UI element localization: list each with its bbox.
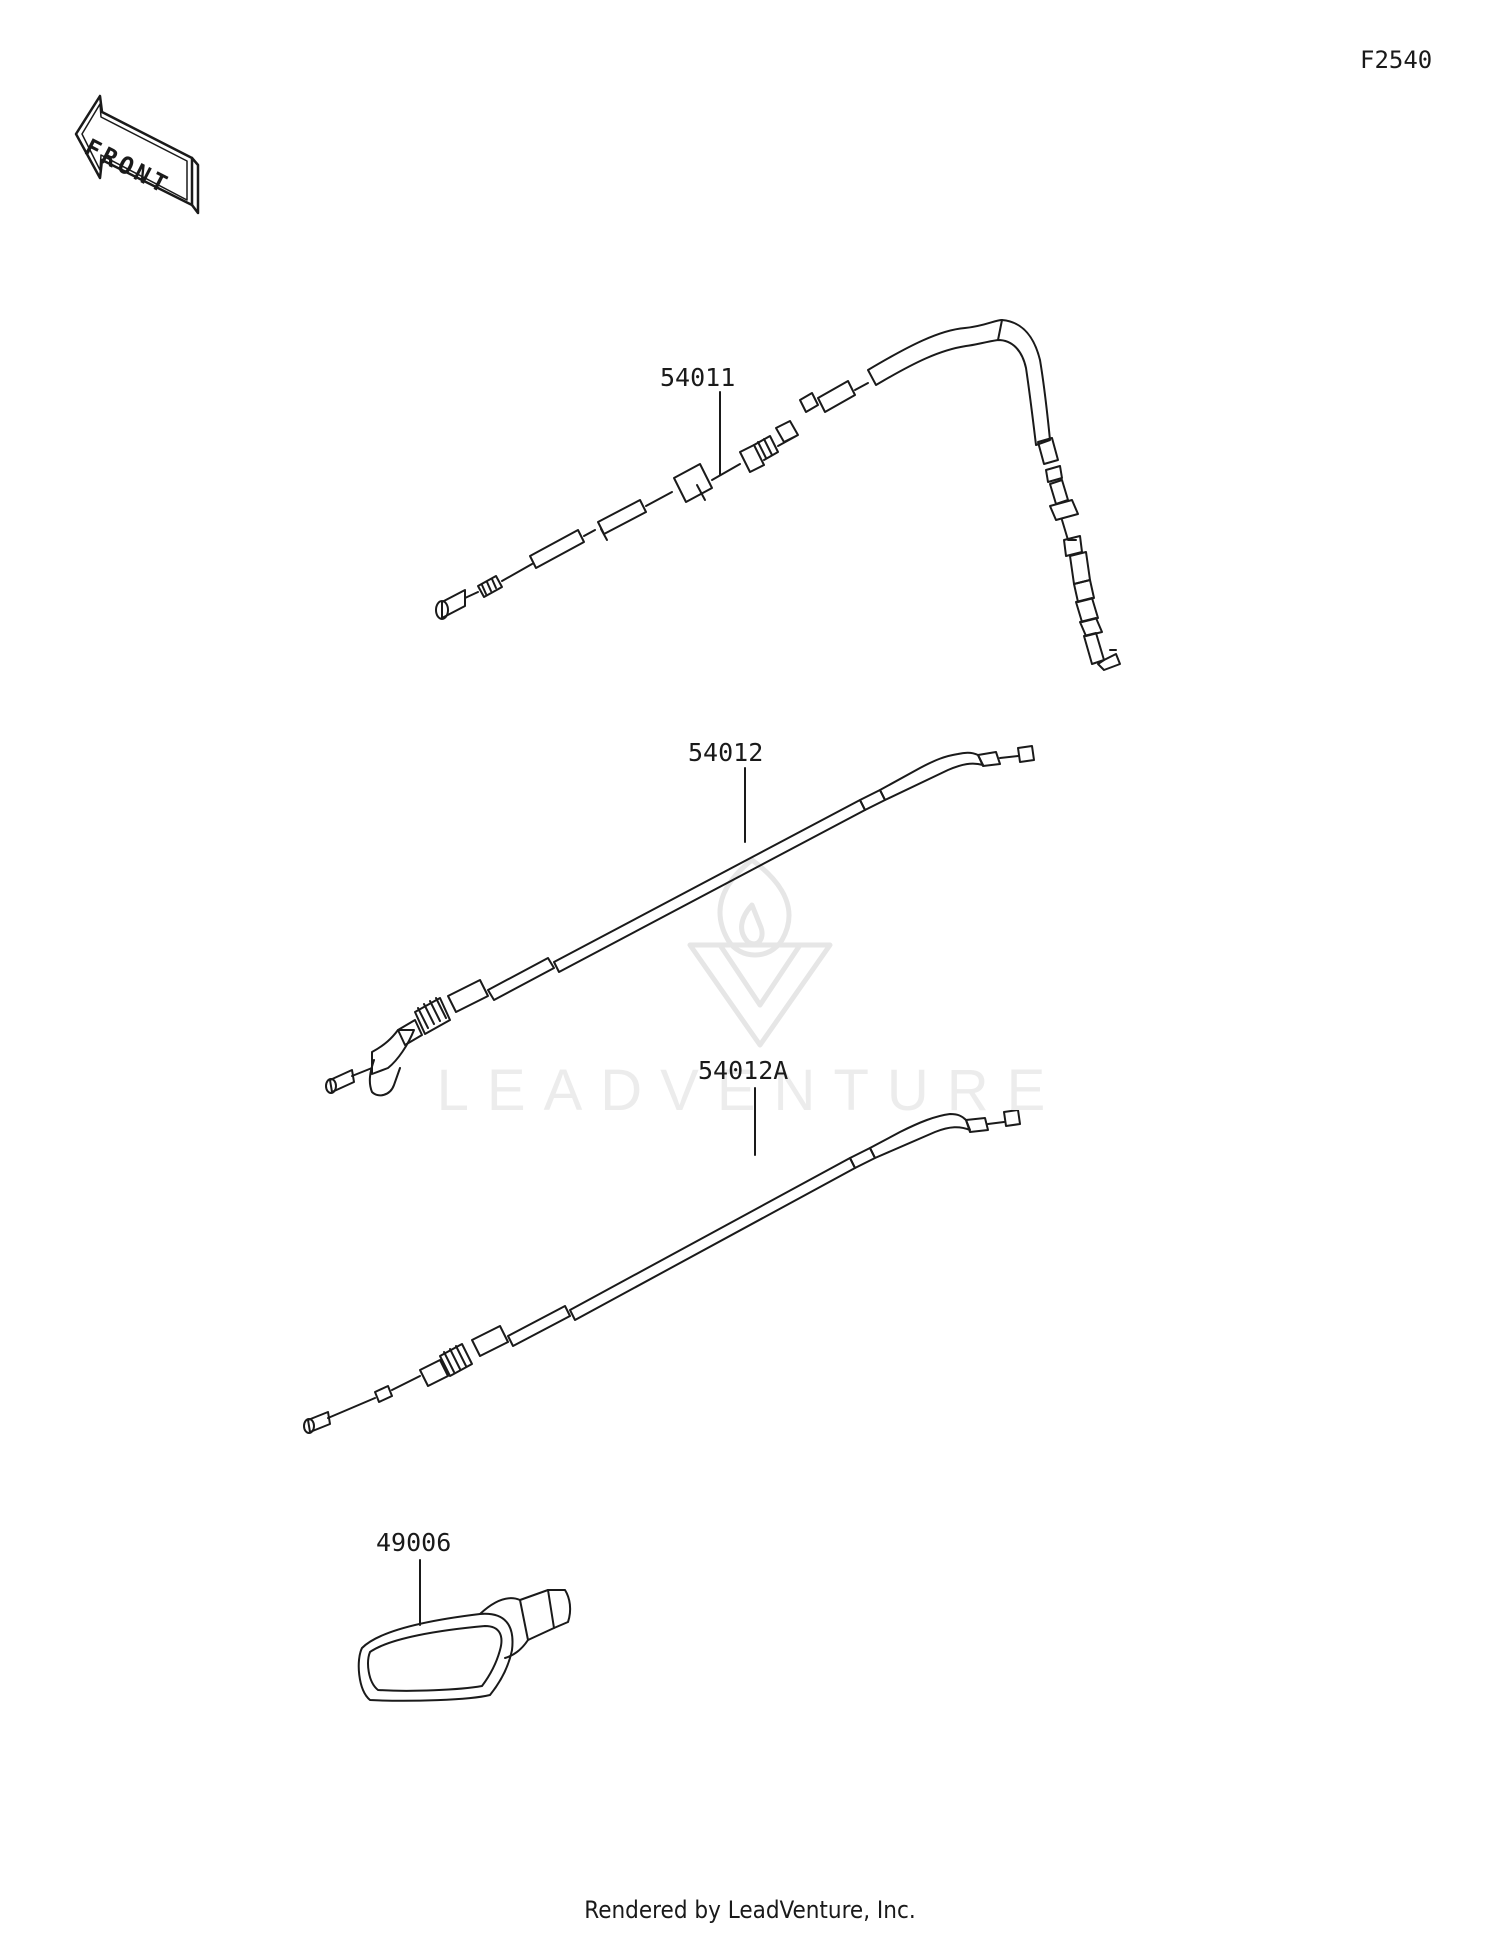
part-label-54011[interactable]: 54011 [660,363,736,392]
part-label-54012[interactable]: 54012 [688,738,764,767]
watermark-logo [687,857,833,1048]
cable-54012 [325,745,1035,1097]
part-label-54012a[interactable]: 54012A [698,1056,789,1085]
part-label-49006[interactable]: 49006 [376,1528,452,1557]
watermark-text: LEADVENTURE [436,1058,1064,1123]
turn-signal-49006 [357,1589,572,1702]
cable-54012a [303,1109,1021,1434]
figure-code: F2540 [1360,46,1433,74]
cable-54011 [435,319,1121,671]
footer-credit: Rendered by LeadVenture, Inc. [584,1896,916,1924]
front-arrow-icon [74,94,200,215]
